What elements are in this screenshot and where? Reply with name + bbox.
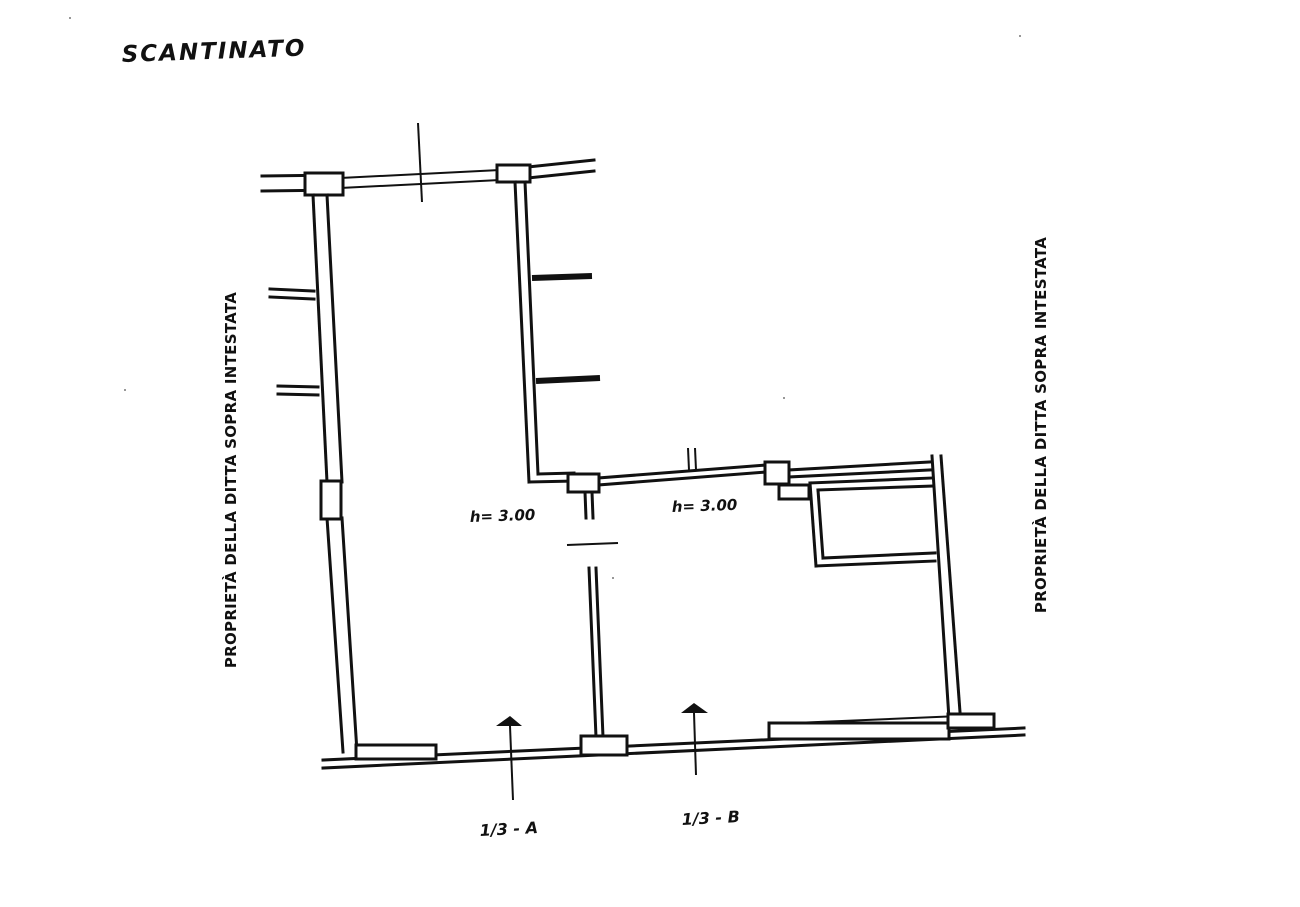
- middle-stub-upper: [531, 273, 593, 281]
- left-wall: [311, 193, 359, 754]
- bottom-right-block: [767, 721, 951, 741]
- left-property-label: PROPRIETÀ DELLA DITTA SOPRA INTESTATA: [221, 292, 240, 668]
- walls: [260, 122, 1026, 770]
- entrance-label-b: 1/3 - B: [681, 807, 740, 829]
- left-stubs: [268, 287, 320, 397]
- top-left-pillar: [303, 171, 345, 197]
- inner-partition: [587, 566, 605, 739]
- right-property-label: PROPRIETÀ DELLA DITTA SOPRA INTESTATA: [1031, 237, 1050, 613]
- scan-specks: [69, 17, 1021, 579]
- bottom-left-block: [354, 743, 438, 761]
- right-junction-pillar: [763, 460, 791, 486]
- entrance-arrow-a: [496, 716, 522, 801]
- height-label-left: h= 3.00: [470, 506, 536, 526]
- horizontal-wall: [527, 447, 932, 487]
- entrance-label-a: 1/3 - A: [479, 818, 538, 840]
- middle-wall: [513, 180, 540, 484]
- top-axis-line: [417, 122, 423, 203]
- inner-room: [808, 476, 937, 568]
- center-pillar: [566, 472, 601, 494]
- right-wall: [930, 454, 962, 721]
- bottom-right-corner-block: [946, 712, 996, 730]
- top-middle-pillar: [495, 163, 532, 184]
- small-corner-block: [777, 483, 811, 501]
- plan-title: SCANTINATO: [121, 36, 307, 68]
- left-wall-pillar: [319, 479, 343, 521]
- door-mark: [566, 542, 619, 546]
- bottom-center-pillar: [579, 734, 629, 757]
- height-label-right: h= 3.00: [672, 496, 738, 516]
- middle-stub-lower: [535, 375, 601, 384]
- entrance-arrow-b: [681, 703, 708, 776]
- door-stub: [583, 490, 595, 520]
